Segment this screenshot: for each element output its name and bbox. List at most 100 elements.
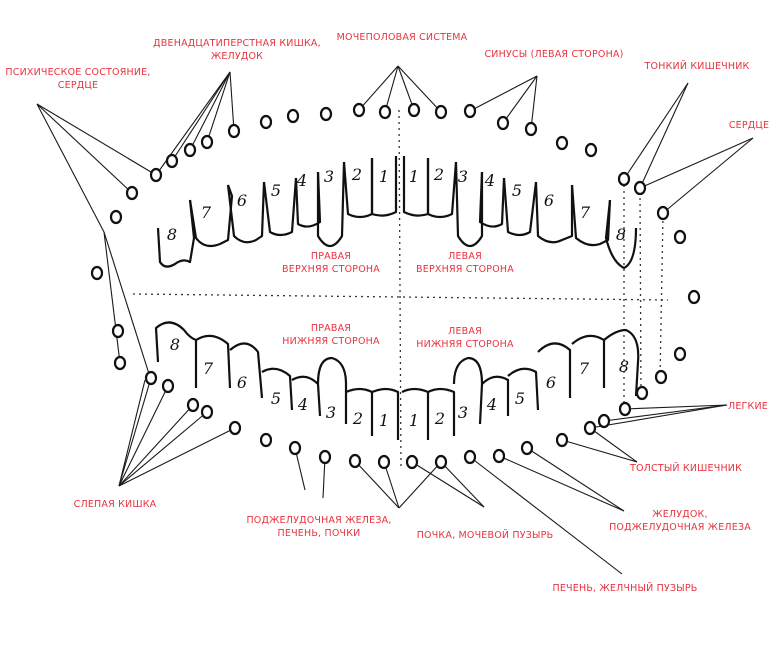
tooth-number: 8 <box>167 225 177 244</box>
tooth-number: 4 <box>486 395 497 414</box>
acupoint-circle <box>228 420 242 436</box>
acupoint-circle <box>496 115 510 131</box>
tooth-number: 1 <box>379 411 389 430</box>
leader-line <box>294 447 306 491</box>
leader-line <box>589 427 638 463</box>
acupoint-circle <box>405 454 419 470</box>
tooth-outline <box>571 334 606 388</box>
acupoint-circle <box>378 104 392 120</box>
label-line: ЖЕЛУДОК <box>210 51 264 62</box>
acupoint-circle <box>286 108 300 124</box>
leader-line <box>411 461 485 508</box>
label-pancreas-liver-kidneys: ПОДЖЕЛУДОЧНАЯ ЖЕЛЕЗА, ПЕЧЕНЬ, ПОЧКИ <box>246 514 391 540</box>
tooth-outline <box>502 177 538 237</box>
acupoint-circle <box>259 432 273 448</box>
label-line: МОЧЕПОЛОВАЯ СИСТЕМА <box>336 32 468 43</box>
acupoint-circle <box>319 106 333 122</box>
acupoint-circle <box>149 167 163 183</box>
tooth-outline <box>370 156 398 217</box>
region-line-2: ВЕРХНЯЯ СТОРОНА <box>416 264 514 275</box>
acupoint-circle <box>161 378 175 394</box>
region-line-2: ВЕРХНЯЯ СТОРОНА <box>282 264 380 275</box>
label-line: СЕРДЦЕ <box>57 80 99 91</box>
label-urogenital: МОЧЕПОЛОВАЯ СИСТЕМА <box>337 31 468 44</box>
leader-line <box>118 411 208 487</box>
label-heart: СЕРДЦЕ <box>729 119 769 132</box>
tooth-outline <box>345 387 374 436</box>
tooth-outline <box>534 181 574 244</box>
label-liver-gallbladder: ПЕЧЕНЬ, ЖЕЛЧНЫЙ ПУЗЫРЬ <box>553 582 698 595</box>
acupoint-circle <box>348 453 362 469</box>
leader-lines <box>36 65 754 575</box>
tooth-outline <box>570 184 612 247</box>
tooth-outline <box>294 171 322 228</box>
acupoint-circle <box>654 369 668 385</box>
leader-line <box>118 427 236 487</box>
tooth-outline <box>226 181 266 244</box>
acupoint-circle <box>524 121 538 137</box>
label-sinuses: СИНУСЫ (ЛЕВАЯ СТОРОНА) <box>484 48 623 61</box>
leader-line <box>662 137 754 214</box>
region-line-2: НИЖНЯЯ СТОРОНА <box>282 336 380 347</box>
tooth-outline <box>316 161 346 248</box>
region-line-2: НИЖНЯЯ СТОРОНА <box>416 339 514 350</box>
leader-line <box>498 455 625 512</box>
tooth-number: 2 <box>351 165 362 184</box>
label-line: ТОНКИЙ КИШЕЧНИК <box>644 61 750 72</box>
label-line: ПОДЖЕЛУДОЧНАЯ ЖЕЛЕЗА <box>609 522 751 533</box>
acupoint-circle <box>633 180 647 196</box>
acupoint-circle <box>617 171 631 187</box>
tooth-outline <box>537 342 572 398</box>
wisdom-guide-3 <box>659 214 664 379</box>
label-line: СЕРДЦЕ <box>728 120 770 131</box>
tooth-number: 3 <box>458 403 468 422</box>
tooth-number: 7 <box>201 203 212 222</box>
leader-line <box>384 65 399 113</box>
tooth-number: 1 <box>409 411 419 430</box>
leader-line <box>561 439 638 463</box>
acupoint-circle <box>492 448 506 464</box>
acupoint-circle <box>259 114 273 130</box>
leader-line <box>383 461 400 509</box>
leader-line <box>118 377 152 487</box>
leader-line <box>118 404 194 487</box>
label-line: СЛЕПАЯ КИШКА <box>73 499 157 510</box>
tooth-number: 7 <box>580 203 591 222</box>
acupoint-circle <box>165 153 179 169</box>
tooth-outline <box>371 387 400 440</box>
tooth-number: 1 <box>379 167 389 186</box>
acupoint-circle <box>463 103 477 119</box>
tooth-number: 5 <box>271 181 281 200</box>
tooth-outline <box>154 321 198 388</box>
acupoint-circle <box>144 370 158 386</box>
acupoint-circle <box>656 205 670 221</box>
label-line: ДВЕНАДЦАТИПЕРСТНАЯ КИШКА, <box>153 38 321 49</box>
tooth-number: 2 <box>433 165 444 184</box>
leader-line <box>530 75 538 130</box>
label-line: ПСИХИЧЕСКОЕ СОСТОЯНИЕ, <box>5 67 151 78</box>
leader-line <box>589 404 728 429</box>
acupoint-circle <box>555 135 569 151</box>
label-line: ТОЛСТЫЙ КИШЕЧНИК <box>629 463 743 474</box>
acupoint-circle <box>555 432 569 448</box>
leader-line <box>526 447 625 512</box>
leader-line <box>36 103 133 194</box>
acupoint-circle <box>90 265 104 281</box>
acupoint-circle <box>673 346 687 362</box>
leader-line <box>397 65 442 113</box>
leader-line <box>189 71 231 151</box>
region-upper-left: ЛЕВАЯ ВЕРХНЯЯ СТОРОНА <box>416 250 514 276</box>
acupoint-circle <box>227 123 241 139</box>
tooth-outline <box>316 356 348 424</box>
leader-line <box>36 103 157 176</box>
tooth-outline <box>452 356 484 425</box>
tooth-number: 7 <box>579 359 590 378</box>
acupoint-circle <box>200 134 214 150</box>
acupoint-circle <box>618 401 632 417</box>
acupoint-circle <box>288 440 302 456</box>
acupoint-circle <box>520 440 534 456</box>
tooth-number: 1 <box>409 167 419 186</box>
tooth-number: 6 <box>237 373 247 392</box>
label-cecum: СЛЕПАЯ КИШКА <box>74 498 157 511</box>
